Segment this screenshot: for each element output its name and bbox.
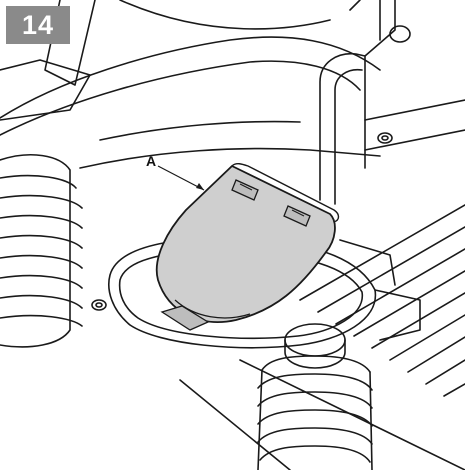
- callout-label-a: A: [146, 153, 157, 169]
- spring-right: [257, 323, 373, 471]
- figure-number: 14: [6, 6, 70, 44]
- battery-cover-icon: [155, 163, 340, 331]
- callout-leader: [157, 165, 205, 191]
- spring-left: [0, 154, 83, 348]
- screw-holes: [91, 132, 393, 311]
- bracket: [319, 0, 465, 205]
- vent-slots: [179, 204, 465, 471]
